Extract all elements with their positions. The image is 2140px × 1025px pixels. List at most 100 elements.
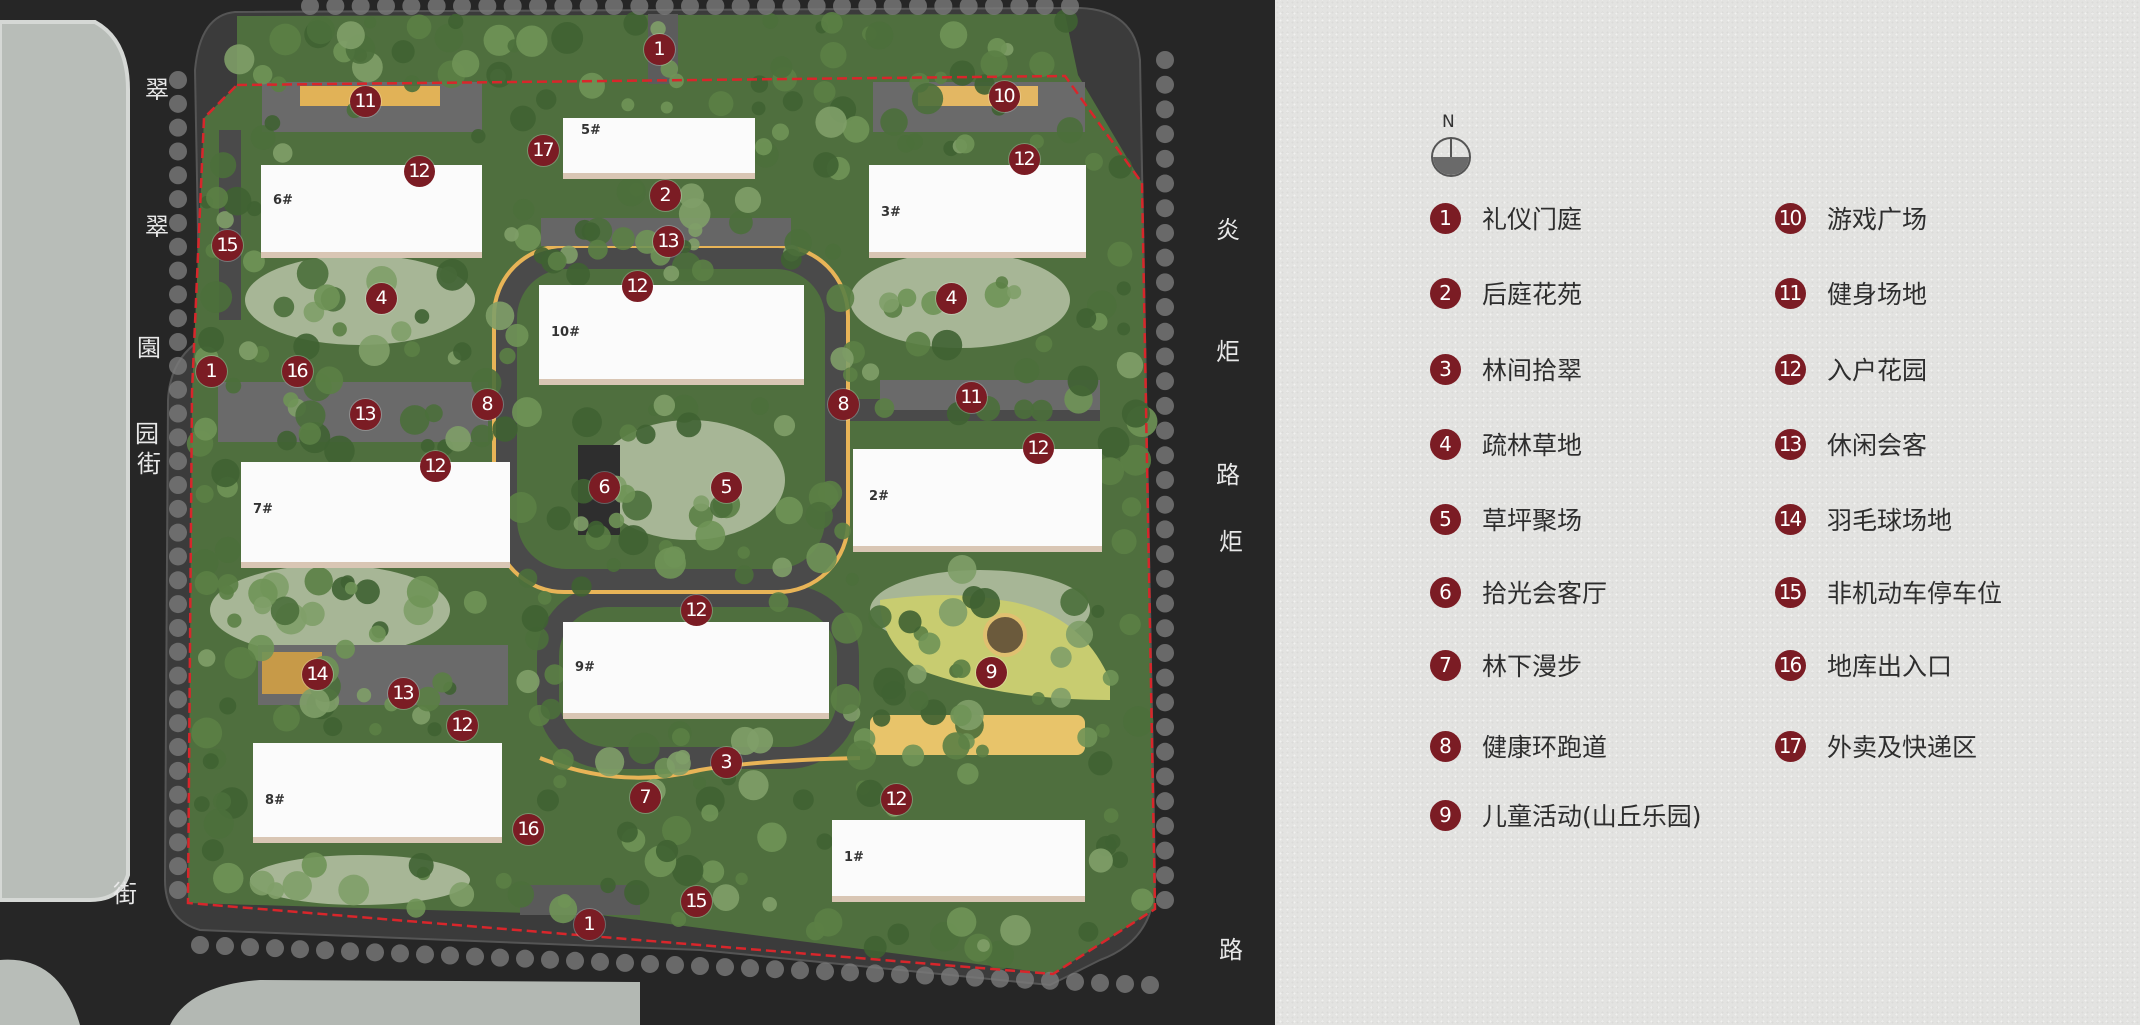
map-marker-13[interactable]: 13 xyxy=(388,678,419,709)
tree xyxy=(946,907,977,937)
map-marker-7[interactable]: 7 xyxy=(630,782,661,813)
map-marker-12[interactable]: 12 xyxy=(420,451,451,482)
map-marker-10[interactable]: 10 xyxy=(989,81,1020,112)
street-tree xyxy=(169,809,187,828)
street-tree xyxy=(169,595,187,614)
tree xyxy=(471,129,486,144)
map-marker-12[interactable]: 12 xyxy=(447,710,478,741)
tree xyxy=(1120,444,1152,476)
tree xyxy=(619,424,637,442)
street-tree xyxy=(916,966,934,985)
map-marker-1[interactable]: 1 xyxy=(196,356,227,387)
street-tree xyxy=(341,942,359,961)
tree xyxy=(600,877,616,894)
street-tree xyxy=(816,962,834,981)
tree xyxy=(816,833,833,850)
map-marker-8[interactable]: 8 xyxy=(472,389,503,420)
tree xyxy=(516,25,548,57)
street-tree xyxy=(366,943,384,962)
tree xyxy=(775,496,803,525)
tree xyxy=(301,852,327,878)
map-marker-5[interactable]: 5 xyxy=(711,472,742,503)
street-tree xyxy=(1156,792,1174,811)
map-marker-12[interactable]: 12 xyxy=(881,784,912,815)
tree xyxy=(546,506,571,531)
map-marker-16[interactable]: 16 xyxy=(513,814,544,845)
tree xyxy=(463,590,487,614)
street-tree xyxy=(630,0,649,15)
tree xyxy=(737,546,750,559)
street-tree xyxy=(191,936,209,954)
map-marker-4[interactable]: 4 xyxy=(936,283,967,314)
tree xyxy=(449,882,475,907)
street-tree xyxy=(941,967,959,986)
map-marker-11[interactable]: 11 xyxy=(956,382,987,413)
street-tree xyxy=(169,523,187,542)
street-tree xyxy=(1156,520,1174,539)
tree xyxy=(608,512,625,529)
tree xyxy=(939,21,968,49)
tree xyxy=(1007,285,1022,300)
tree xyxy=(1116,351,1144,379)
legend-label: 后庭花苑 xyxy=(1482,280,1583,309)
map-marker-15[interactable]: 15 xyxy=(212,230,243,261)
map-marker-12[interactable]: 12 xyxy=(1023,433,1054,464)
building-label: 3# xyxy=(881,205,901,220)
street-tree xyxy=(169,476,187,494)
map-marker-1[interactable]: 1 xyxy=(574,909,605,940)
tree xyxy=(249,870,275,896)
map-marker-6[interactable]: 6 xyxy=(589,472,620,503)
tree xyxy=(653,394,676,417)
map-marker-4[interactable]: 4 xyxy=(366,283,397,314)
tree xyxy=(708,91,734,117)
street-tree xyxy=(169,642,187,661)
tree xyxy=(219,697,237,715)
map-marker-14[interactable]: 14 xyxy=(302,659,333,690)
tree xyxy=(514,224,542,252)
map-marker-2[interactable]: 2 xyxy=(650,180,681,211)
street-tree xyxy=(1156,396,1174,415)
map-marker-13[interactable]: 13 xyxy=(350,399,381,430)
map-marker-12[interactable]: 12 xyxy=(622,271,653,302)
map-marker-1[interactable]: 1 xyxy=(644,34,675,65)
street-tree xyxy=(1016,970,1034,989)
map-marker-9[interactable]: 9 xyxy=(976,657,1007,688)
street-label-left: 翠 xyxy=(145,76,169,104)
map-marker-13[interactable]: 13 xyxy=(653,226,684,257)
map-marker-12[interactable]: 12 xyxy=(404,156,435,187)
street-tree xyxy=(441,946,459,965)
tree xyxy=(846,740,877,770)
map-marker-11[interactable]: 11 xyxy=(350,86,381,117)
tree xyxy=(391,321,412,342)
tree xyxy=(507,881,535,908)
tree xyxy=(750,75,769,93)
tree xyxy=(296,257,329,290)
tree xyxy=(194,571,219,596)
street-tree xyxy=(169,666,187,685)
street-tree xyxy=(169,785,187,804)
tree xyxy=(406,575,439,608)
street-tree xyxy=(216,937,234,956)
compass-icon xyxy=(1431,137,1471,177)
street-tree xyxy=(529,0,547,15)
tree xyxy=(1065,620,1094,648)
tree xyxy=(957,763,979,785)
tree xyxy=(784,229,812,257)
tree xyxy=(525,626,549,651)
map-marker-16[interactable]: 16 xyxy=(282,356,313,387)
tree xyxy=(203,808,234,839)
street-tree xyxy=(681,0,699,15)
tree xyxy=(210,152,237,179)
street-tree xyxy=(351,0,370,15)
map-marker-12[interactable]: 12 xyxy=(1009,144,1040,175)
street-tree xyxy=(1156,149,1174,168)
map-marker-15[interactable]: 15 xyxy=(681,886,712,917)
street-tree xyxy=(1156,718,1174,737)
map-marker-8[interactable]: 8 xyxy=(828,389,859,420)
map-marker-17[interactable]: 17 xyxy=(528,135,559,166)
map-marker-3[interactable]: 3 xyxy=(711,747,742,778)
tree xyxy=(984,281,1011,308)
map-marker-12[interactable]: 12 xyxy=(681,595,712,626)
